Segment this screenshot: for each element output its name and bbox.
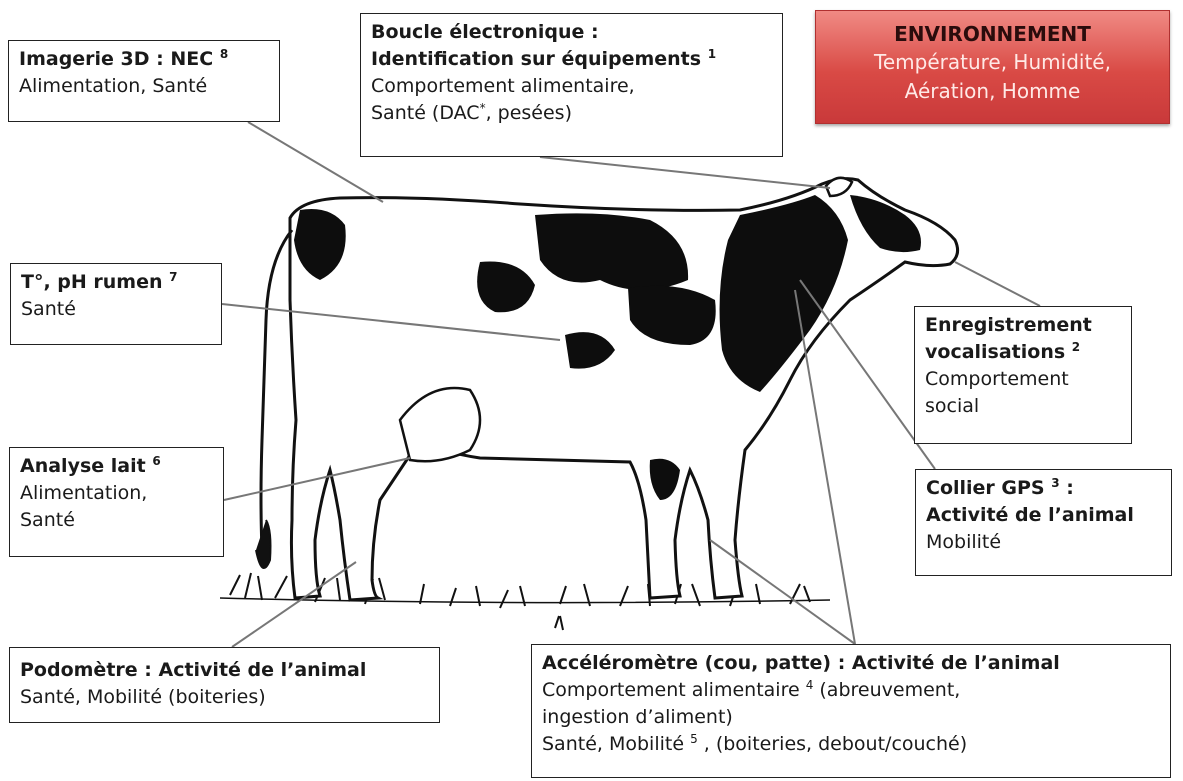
accelerometre-body-line3: Santé, Mobilité 5 , (boiteries, debout/c…: [542, 731, 1160, 758]
boucle-title-line2: Identification sur équipements 1: [371, 46, 772, 73]
lait-body-line2: Santé: [20, 507, 213, 534]
collier-gps-box: Collier GPS 3 : Activité de l’animal Mob…: [915, 469, 1172, 576]
environnement-box: ENVIRONNEMENT Température, Humidité, Aér…: [815, 10, 1170, 124]
enregistrement-title-line2: vocalisations 2: [925, 339, 1121, 366]
accelerometre-body-line2: ingestion d’aliment): [542, 704, 1160, 731]
enregistrement-body-line2: social: [925, 393, 1121, 420]
rumen-body: Santé: [21, 296, 211, 323]
environnement-title: ENVIRONNEMENT: [826, 21, 1159, 48]
boucle-body-line2: Santé (DAC*, pesées): [371, 100, 772, 127]
accelerometre-box: Accéléromètre (cou, patte) : Activité de…: [531, 644, 1171, 778]
gps-body: Mobilité: [926, 529, 1161, 556]
accelerometre-title: Accéléromètre (cou, patte) : Activité de…: [542, 650, 1160, 677]
imagerie-body: Alimentation, Santé: [19, 73, 269, 100]
imagerie-title: Imagerie 3D : NEC 8: [19, 46, 269, 73]
rumen-title: T°, pH rumen 7: [21, 269, 211, 296]
boucle-body-line1: Comportement alimentaire,: [371, 73, 772, 100]
rumen-box: T°, pH rumen 7 Santé: [10, 263, 222, 345]
enregistrement-title-line1: Enregistrement: [925, 312, 1121, 339]
environnement-body-line2: Aération, Homme: [826, 77, 1159, 106]
cow-tail: [261, 230, 292, 550]
gps-title-line2: Activité de l’animal: [926, 502, 1161, 529]
gps-title-line1: Collier GPS 3 :: [926, 475, 1161, 502]
enregistrement-body-line1: Comportement: [925, 366, 1121, 393]
lait-body-line1: Alimentation,: [20, 480, 213, 507]
environnement-body-line1: Température, Humidité,: [826, 48, 1159, 77]
accelerometre-body-line1: Comportement alimentaire 4 (abreuvement,: [542, 677, 1160, 704]
podometre-body: Santé, Mobilité (boiteries): [20, 684, 429, 711]
podometre-box: Podomètre : Activité de l’animal Santé, …: [9, 647, 440, 723]
imagerie-box: Imagerie 3D : NEC 8 Alimentation, Santé: [8, 40, 280, 122]
analyse-lait-box: Analyse lait 6 Alimentation, Santé: [9, 447, 224, 557]
boucle-title-line1: Boucle électronique :: [371, 19, 772, 46]
lait-title: Analyse lait 6: [20, 453, 213, 480]
podometre-title: Podomètre : Activité de l’animal: [20, 657, 429, 684]
enregistrement-box: Enregistrement vocalisations 2 Comportem…: [914, 306, 1132, 444]
boucle-electronique-box: Boucle électronique : Identification sur…: [360, 13, 783, 157]
